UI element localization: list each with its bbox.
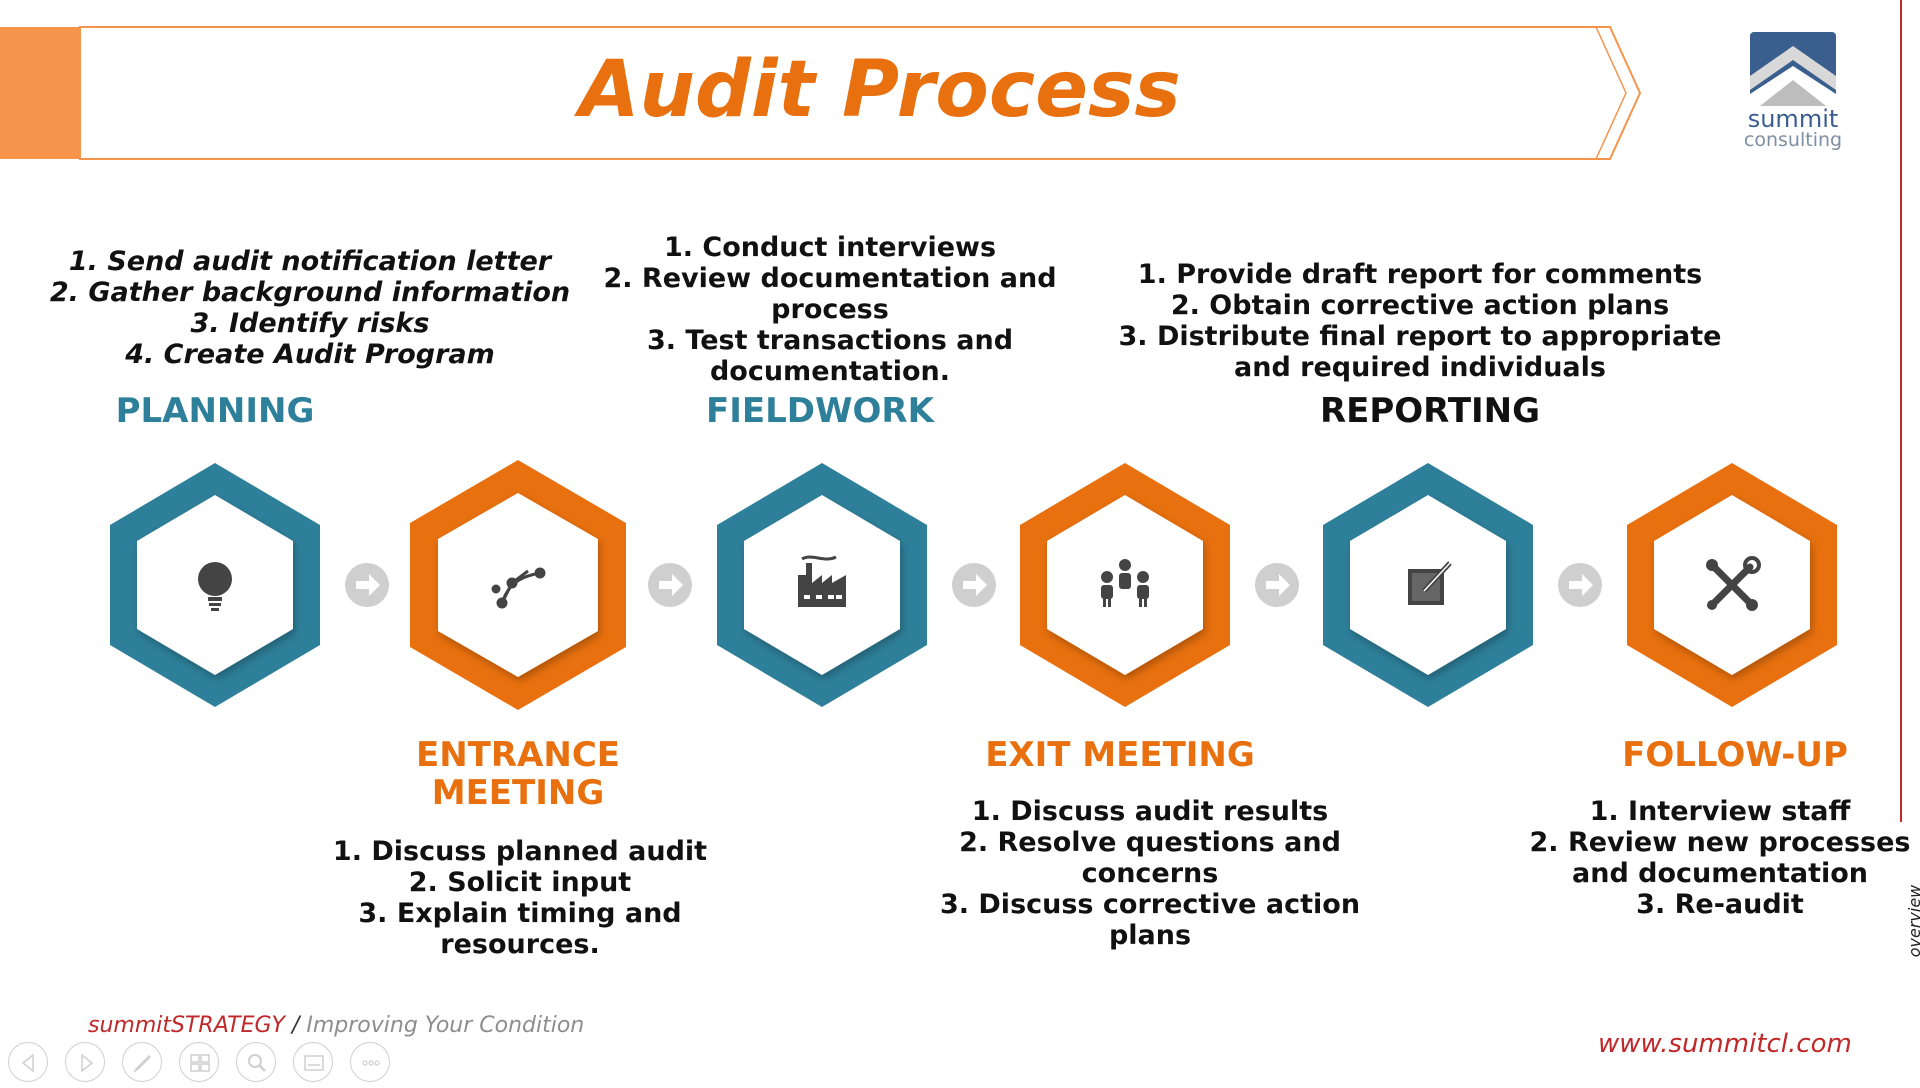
planning-step: 4. Create Audit Program: [125, 339, 495, 370]
summit-logo: summit consulting: [1738, 32, 1848, 162]
fieldwork-step: 1. Conduct interviews: [663, 232, 997, 263]
fieldwork-step: 3. Test transactions and: [646, 325, 1014, 356]
slideshow-controls: [8, 1042, 408, 1088]
stage-label-entrance-meeting: ENTRANCE MEETING: [378, 736, 658, 812]
title-banner: [79, 26, 1642, 160]
follow-up-step: 1. Interview staff: [1589, 796, 1851, 827]
planning-step: 2. Gather background information: [49, 277, 571, 308]
arrow-right-icon: [1558, 563, 1602, 607]
factory-icon: [798, 555, 846, 607]
hexagon-planning: [110, 463, 320, 707]
right-edge-rule: [1900, 0, 1902, 822]
hexagon-exit-meeting: [1020, 463, 1230, 707]
zoom-button[interactable]: [236, 1042, 276, 1082]
fieldwork-step: process: [771, 294, 889, 325]
stage-label-planning: PLANNING: [115, 391, 315, 431]
next-slide-button[interactable]: [65, 1042, 105, 1082]
reporting-steps: 1. Provide draft report for comments 2. …: [1100, 259, 1740, 383]
exit-meeting-step: concerns: [1081, 858, 1219, 889]
fieldwork-step: 2. Review documentation and: [603, 263, 1057, 294]
subtitles-icon: [304, 1055, 324, 1071]
exit-meeting-step: 3. Discuss corrective action: [939, 889, 1361, 920]
entrance-meeting-step: resources.: [440, 929, 600, 960]
stage-label-line: ENTRANCE: [416, 735, 620, 775]
lightbulb-icon: [198, 562, 232, 611]
arrow-right-icon: [648, 563, 692, 607]
reporting-step: 3. Distribute final report to appropriat…: [1118, 321, 1722, 352]
exit-meeting-step: 1. Discuss audit results: [971, 796, 1329, 827]
reporting-step: 2. Obtain corrective action plans: [1170, 290, 1670, 321]
exit-meeting-steps: 1. Discuss audit results 2. Resolve ques…: [900, 796, 1400, 951]
triangle-left-icon: [21, 1053, 34, 1073]
previous-slide-button[interactable]: [8, 1042, 48, 1082]
website-link[interactable]: www.summitcl.com: [1598, 1029, 1852, 1059]
people-icon: [1101, 559, 1149, 607]
stage-label-exit-meeting: EXIT MEETING: [985, 735, 1255, 775]
subtitles-button[interactable]: [293, 1042, 333, 1082]
more-options-button[interactable]: [350, 1042, 390, 1082]
tagline-separator: /: [284, 1013, 307, 1038]
hexagon-entrance-meeting: [410, 460, 626, 710]
mountain-logo-icon: [1750, 32, 1836, 106]
logo-word: summit: [1747, 105, 1839, 133]
reporting-step: and required individuals: [1234, 352, 1606, 383]
hexagon-reporting: [1323, 463, 1533, 707]
see-all-slides-button[interactable]: [179, 1042, 219, 1082]
arrow-right-icon: [1255, 563, 1299, 607]
fieldwork-step: documentation.: [709, 356, 951, 387]
tagline-brand: summitSTRATEGY: [88, 1013, 285, 1038]
pen-icon: [133, 1054, 152, 1073]
follow-up-step: 3. Re-audit: [1636, 889, 1804, 920]
edit-document-icon: [1408, 561, 1452, 605]
follow-up-steps: 1. Interview staff 2. Review new process…: [1490, 796, 1920, 920]
stage-label-line: MEETING: [431, 773, 605, 813]
arrow-right-icon: [952, 563, 996, 607]
hexagon-follow-up: [1627, 463, 1837, 707]
entrance-meeting-step: 3. Explain timing and: [358, 898, 682, 929]
slides-grid-icon: [190, 1054, 210, 1072]
ellipsis-icon: [362, 1060, 380, 1066]
process-flow: [110, 460, 1837, 710]
tagline-text: Improving Your Condition: [306, 1013, 585, 1038]
entrance-meeting-step: 1. Discuss planned audit: [332, 836, 708, 867]
exit-meeting-step: plans: [1108, 920, 1192, 951]
stage-label-follow-up: FOLLOW-UP: [1622, 735, 1848, 775]
follow-up-step: and documentation: [1572, 858, 1868, 889]
fieldwork-steps: 1. Conduct interviews 2. Review document…: [580, 232, 1080, 387]
reporting-step: 1. Provide draft report for comments: [1137, 259, 1703, 290]
planning-step: 3. Identify risks: [190, 308, 430, 339]
entrance-meeting-steps: 1. Discuss planned audit 2. Solicit inpu…: [290, 836, 750, 960]
magnifier-icon: [248, 1054, 266, 1072]
entrance-meeting-step: 2. Solicit input: [408, 867, 632, 898]
follow-up-step: 2. Review new processes: [1529, 827, 1911, 858]
pen-tool-button[interactable]: [122, 1042, 162, 1082]
exit-meeting-step: 2. Resolve questions and: [959, 827, 1341, 858]
footer-tagline: summitSTRATEGY / Improving Your Conditio…: [88, 1012, 584, 1040]
logo-subword: consulting: [1743, 129, 1843, 151]
page-title: Audit Process: [579, 45, 1181, 135]
tools-icon: [1706, 556, 1761, 611]
stage-label-reporting: REPORTING: [1319, 391, 1541, 431]
hexagon-fieldwork: [717, 463, 927, 707]
header-accent-bar: [0, 27, 80, 159]
vector-path-icon: [491, 567, 546, 609]
planning-step: 1. Send audit notification letter: [68, 246, 552, 277]
triangle-right-icon: [81, 1053, 94, 1073]
stage-label-fieldwork: FIELDWORK: [706, 391, 934, 431]
arrow-right-icon: [345, 563, 389, 607]
planning-steps: 1. Send audit notification letter 2. Gat…: [40, 246, 580, 370]
